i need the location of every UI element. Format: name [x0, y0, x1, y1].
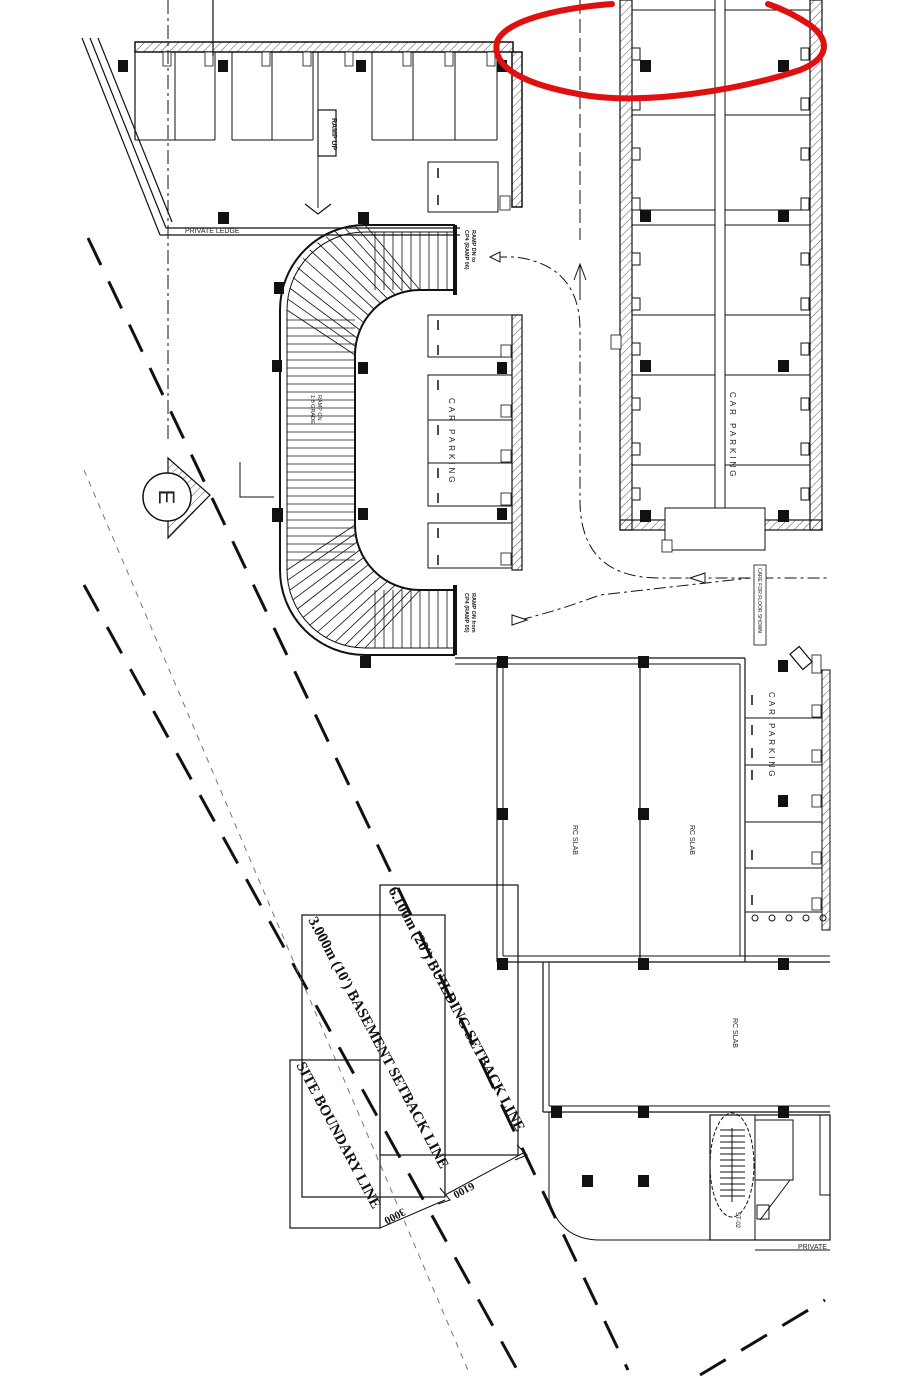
stall-number-tag	[631, 487, 641, 501]
ramp-tread	[289, 287, 358, 339]
column	[640, 360, 651, 372]
stall-number-tag	[800, 197, 810, 211]
ramp-dn-label: RAMP DN to	[470, 230, 476, 263]
ramp-tread	[286, 309, 356, 356]
stall-number-tag	[631, 442, 641, 456]
dim-6100-label: 6100	[451, 1179, 477, 1200]
ramp-center-label-2: 1:8 GRADE	[309, 395, 315, 424]
column	[640, 210, 651, 222]
setback-annotation-boxes	[289, 884, 528, 1229]
dim-3000-label: 3000	[382, 1205, 408, 1226]
st-label: ST-02	[734, 1212, 740, 1229]
ramp-tread	[302, 564, 369, 618]
ramp-tread	[292, 277, 361, 331]
column	[640, 60, 651, 72]
ramp-tread	[334, 231, 396, 296]
stall-number-tag	[631, 342, 641, 356]
ramp-tread	[344, 227, 404, 293]
stall-number-tag	[631, 197, 641, 211]
ramp-tread	[317, 576, 381, 633]
vertical-guide-lines	[167, 0, 581, 440]
elevation-marker-letter: E	[154, 490, 179, 505]
ramp-tread	[297, 267, 364, 323]
ramp-tread	[289, 541, 358, 591]
column	[778, 360, 789, 372]
ramp-up-label: RAMP UP	[330, 118, 337, 150]
stall-number-tag	[631, 47, 641, 61]
ramp-tread	[287, 298, 356, 347]
ramp-tread	[317, 242, 381, 304]
stall-number-tag	[800, 397, 810, 411]
ramp-tread	[287, 533, 356, 581]
site-boundary-label: SITE BOUNDARY LINE	[292, 1059, 383, 1211]
private-label: PRIVATE	[798, 1244, 827, 1251]
elevation-marker	[142, 456, 211, 540]
ramp-tread	[286, 524, 356, 571]
stall-number-tag	[631, 252, 641, 266]
right-parking-column	[610, 0, 823, 646]
rc-slab-label-3: RC SLAB	[731, 1018, 738, 1048]
column	[778, 60, 789, 72]
curved-ramp	[239, 224, 457, 668]
ramp-tread	[354, 589, 412, 648]
plan-text-labels: PRIVATE LEDGE CAR PARKING CAR PARKING CA…	[154, 118, 827, 1251]
side-note-label: CARE FOR FLOOR SHOWN	[756, 568, 762, 633]
red-highlight-ellipse-icon	[493, 1, 827, 102]
car-parking-label-right-top: CAR PARKING	[728, 392, 737, 480]
rc-slab-label-2: RC SLAB	[688, 825, 695, 855]
ramp-tread	[309, 249, 375, 310]
stall-number-tag	[800, 487, 810, 501]
stall-number-tag	[631, 397, 641, 411]
stall-number-tag	[800, 252, 810, 266]
stall-number-tag	[631, 297, 641, 311]
private-ledge-boundary	[81, 37, 460, 236]
ramp-tread	[292, 549, 361, 601]
car-parking-label-right-bottom: CAR PARKING	[767, 692, 776, 780]
stall-number-tag	[631, 147, 641, 161]
stall-number-tag	[800, 442, 810, 456]
ramp-tread	[334, 584, 396, 643]
ramp-tread	[302, 257, 369, 316]
right-lower-parking	[745, 645, 831, 931]
ramp-on-label: RAMP ON from	[470, 593, 476, 633]
ramp-tread	[325, 580, 388, 638]
ramp-tread	[297, 557, 364, 610]
ramp-tread	[309, 570, 375, 626]
stall-number-tag	[800, 47, 810, 61]
stall-number-tag	[800, 97, 810, 111]
stall-number-tag	[800, 297, 810, 311]
car-parking-label-middle: CAR PARKING	[447, 398, 456, 486]
rc-slab-label-1: RC SLAB	[571, 825, 578, 855]
ramp-on-sub-label: CP4 (RAMP 05)	[463, 593, 469, 633]
middle-parking-block	[427, 314, 523, 571]
private-ledge-label: PRIVATE LEDGE	[185, 228, 240, 235]
circulation-path	[488, 251, 830, 626]
ramp-dn-sub-label: CP4 (RAMP 06)	[463, 230, 469, 270]
stair-core	[709, 1112, 831, 1251]
column	[778, 210, 789, 222]
ramp-tread	[325, 236, 388, 299]
column	[640, 510, 651, 522]
ramp-center-label-1: RAMP ON	[316, 395, 322, 421]
stall-number-tag	[800, 342, 810, 356]
stall-number-tag	[800, 147, 810, 161]
column	[778, 510, 789, 522]
top-left-parking-block	[118, 41, 523, 213]
ramp-tread	[344, 587, 404, 646]
rc-slab-structure	[455, 656, 830, 1241]
